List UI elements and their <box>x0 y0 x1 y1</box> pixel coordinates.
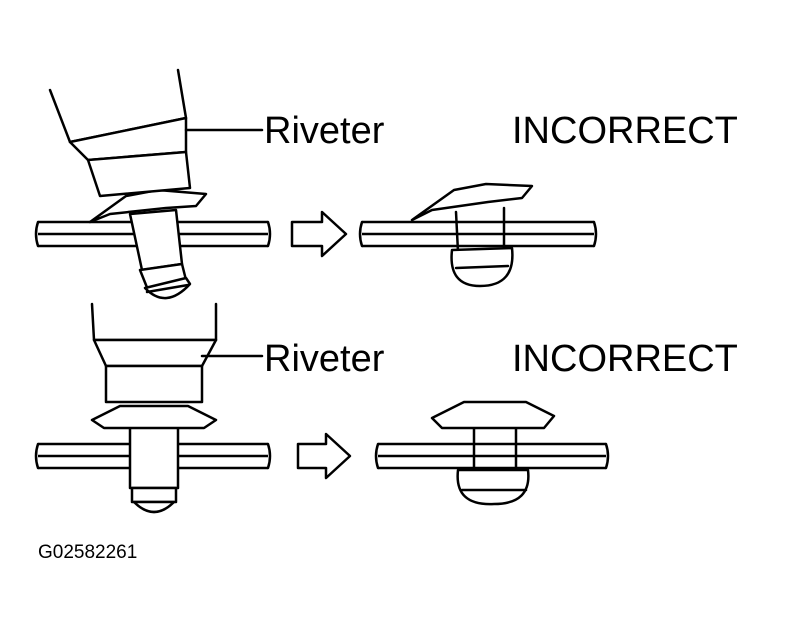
riveter-label: Riveter <box>264 110 385 152</box>
rivet-shank <box>128 424 180 514</box>
rivet-head <box>410 182 534 222</box>
row2-after: INCORRECT <box>374 338 738 506</box>
panel-sheet <box>358 220 598 248</box>
row1-after: INCORRECT <box>358 110 738 288</box>
row2-before: Riveter <box>34 302 385 514</box>
row1-before: Riveter <box>34 68 385 300</box>
result-label: INCORRECT <box>512 338 738 380</box>
rivet-tail <box>456 468 530 506</box>
riveter-tool <box>90 302 218 404</box>
figure-code: G02582261 <box>38 542 137 563</box>
rivet-head <box>90 404 218 430</box>
panel-sheet <box>374 442 610 470</box>
arrow-right-icon <box>296 432 352 480</box>
riveter-tool <box>48 68 192 198</box>
riveter-label: Riveter <box>264 338 385 380</box>
rivet-head <box>430 400 556 430</box>
result-label: INCORRECT <box>512 110 738 152</box>
rivet-head <box>88 188 208 224</box>
arrow-right-icon <box>290 210 348 258</box>
rivet-shank <box>128 208 192 300</box>
